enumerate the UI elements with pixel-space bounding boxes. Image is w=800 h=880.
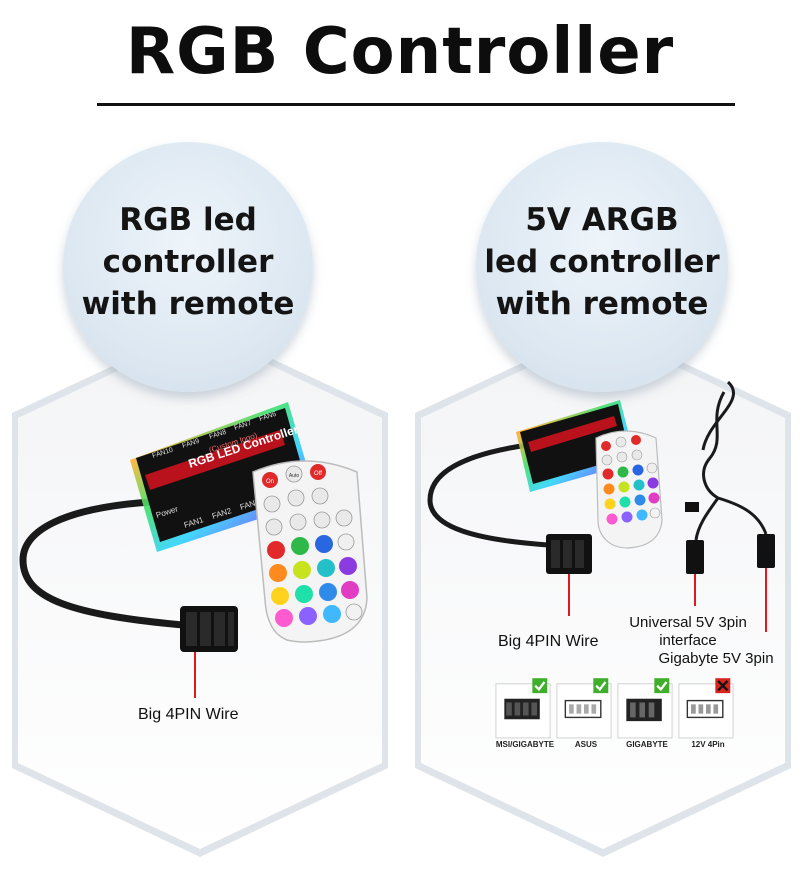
bubble-line-2: controller	[102, 244, 274, 280]
argb-remote-control-icon	[595, 430, 663, 549]
right-wire-label: Big 4PIN Wire	[498, 633, 599, 650]
cross-icon	[717, 680, 729, 692]
check-icon	[534, 681, 546, 692]
title-underline	[97, 103, 735, 106]
compat-caption: 12V 4Pin	[691, 740, 725, 749]
left-product-illustration: RGB LED Controller (Custom logo) Power F…	[19, 402, 368, 698]
molex-connector-icon	[180, 606, 238, 652]
bubble-line-3: with remote	[81, 286, 295, 322]
remote-btn-auto: Auto	[289, 473, 300, 479]
check-icon	[595, 681, 607, 692]
gigabyte-3pin-label: Gigabyte 5V 3pin	[658, 650, 774, 667]
right-product-illustration	[427, 380, 775, 632]
compat-caption: MSI/GIGABYTE	[495, 740, 555, 749]
bubble-line-1: RGB led	[119, 202, 257, 238]
left-title-bubble: RGB led controller with remote	[63, 142, 313, 392]
argb-molex-connector-icon	[546, 534, 592, 574]
check-icon	[656, 681, 668, 692]
remote-btn-off: Off	[314, 471, 322, 477]
bubble-line-3: with remote	[495, 286, 709, 322]
panel-rgb-controller: RGB led controller with remote RGB LED C…	[5, 120, 395, 880]
remote-btn-on: On	[266, 479, 274, 485]
compat-msi-gigabyte-icon	[495, 678, 551, 739]
panel-argb-controller: 5V ARGB led controller with remote	[408, 120, 798, 880]
page-title: RGB Controller	[125, 15, 675, 89]
remote-control-icon: On Auto Off	[252, 460, 368, 643]
universal-3pin-label-line2: interface	[659, 632, 717, 649]
left-wire-label: Big 4PIN Wire	[138, 706, 239, 723]
compat-caption: GIGABYTE	[626, 740, 668, 749]
compat-12v-4pin-icon	[678, 678, 734, 739]
universal-3pin-label-line1: Universal 5V 3pin	[629, 614, 747, 631]
compat-gigabyte-icon	[617, 678, 673, 739]
splitter-cable-icon	[685, 380, 775, 574]
bubble-line-2: led controller	[484, 244, 720, 280]
bubble-line-1: 5V ARGB	[525, 202, 679, 238]
right-title-bubble: 5V ARGB led controller with remote	[476, 142, 728, 392]
compat-caption: ASUS	[574, 740, 598, 749]
compat-asus-icon	[556, 678, 612, 739]
